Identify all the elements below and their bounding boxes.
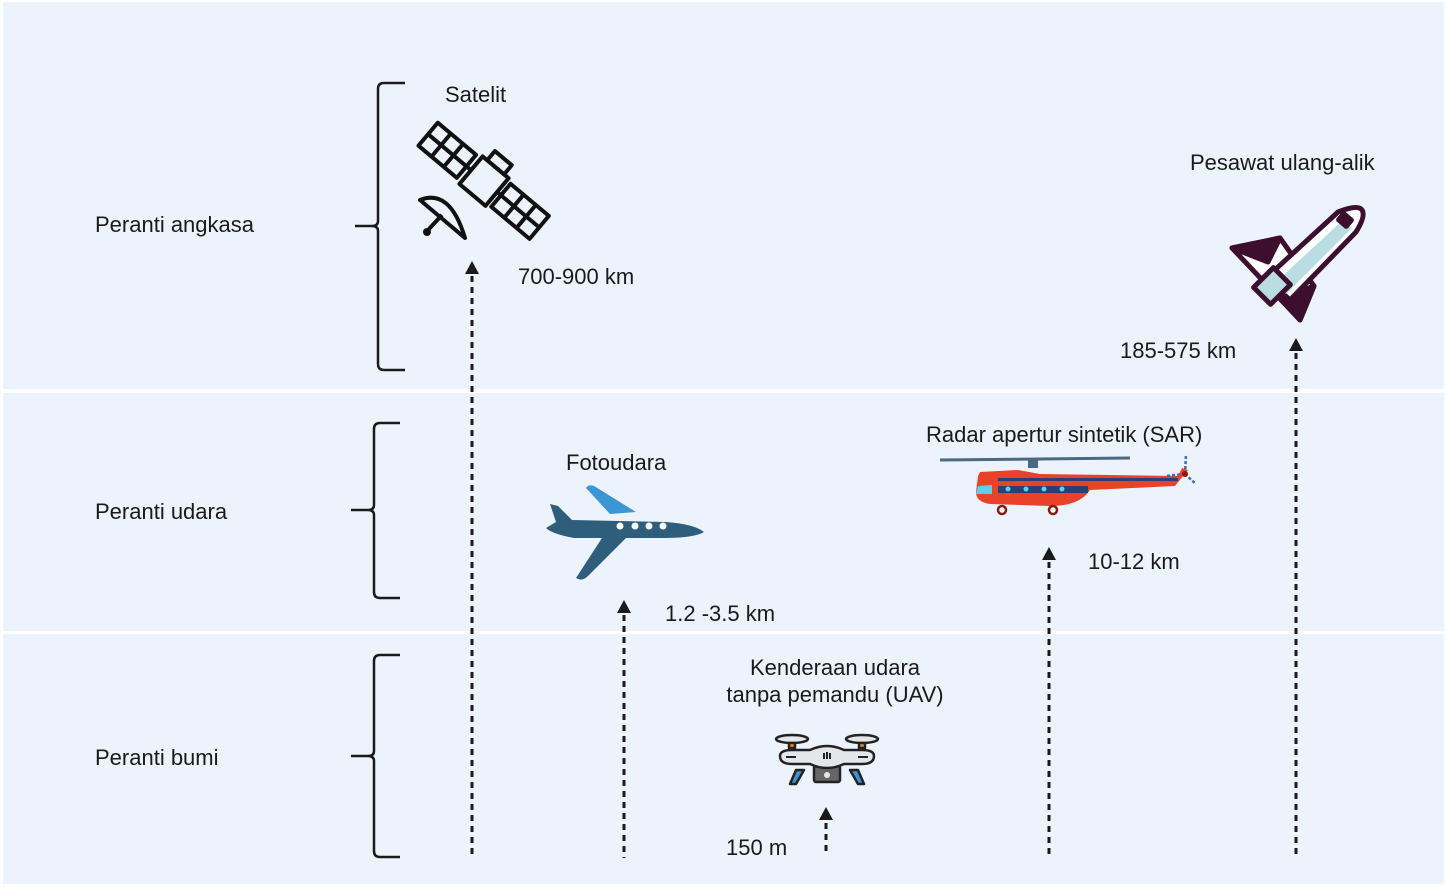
shuttle-label: Pesawat ulang-alik bbox=[1190, 150, 1375, 175]
helicopter-label: Radar apertur sintetik (SAR) bbox=[926, 422, 1203, 447]
satellite-icon bbox=[416, 120, 551, 241]
helicopter-altitude: 10-12 km bbox=[1088, 549, 1180, 574]
satellite-altitude: 700-900 km bbox=[518, 264, 635, 289]
category-label-ground: Peranti bumi bbox=[95, 745, 219, 770]
bracket-space bbox=[355, 81, 405, 372]
shuttle-altitude: 185-575 km bbox=[1120, 338, 1237, 363]
arrowhead-helicopter bbox=[1042, 547, 1056, 560]
arrowhead-satellite bbox=[465, 261, 479, 274]
airplane-label: Fotoudara bbox=[566, 450, 667, 475]
arrowhead-shuttle bbox=[1289, 338, 1303, 351]
bracket-ground bbox=[351, 653, 400, 859]
helicopter-icon bbox=[940, 453, 1195, 516]
arrowhead-drone bbox=[819, 807, 833, 820]
drone-icon bbox=[774, 733, 880, 786]
category-label-air: Peranti udara bbox=[95, 499, 228, 524]
band-ground-devices bbox=[3, 634, 1444, 884]
space-shuttle-icon bbox=[1229, 204, 1366, 323]
airplane-altitude: 1.2 -3.5 km bbox=[665, 601, 776, 626]
drone-label-line2: tanpa pemandu (UAV) bbox=[726, 682, 944, 707]
arrowhead-airplane bbox=[617, 600, 631, 613]
satellite-label: Satelit bbox=[445, 82, 507, 107]
category-label-space: Peranti angkasa bbox=[95, 212, 254, 237]
band-air-devices bbox=[3, 393, 1444, 631]
drone-label-line1: Kenderaan udara bbox=[749, 655, 921, 680]
drone-altitude: 150 m bbox=[726, 835, 788, 860]
bracket-air bbox=[351, 421, 400, 600]
band-space-devices bbox=[3, 2, 1444, 389]
airplane-icon bbox=[546, 485, 704, 580]
